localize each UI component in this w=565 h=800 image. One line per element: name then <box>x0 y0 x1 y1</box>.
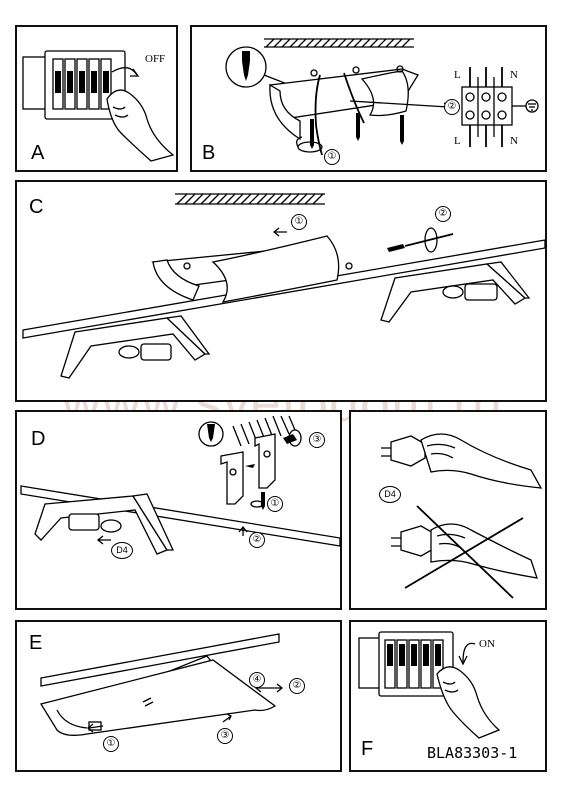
terminal-block <box>461 67 539 147</box>
panel-d4: D4 <box>349 410 547 610</box>
step-c-1: ① <box>291 214 307 230</box>
terminal-n-bottom: N <box>510 135 518 147</box>
step-d-2: ② <box>249 532 265 548</box>
mounting-wiring-illustration <box>225 38 539 156</box>
panel-c-label: C <box>29 196 44 218</box>
on-label: ON <box>479 638 495 650</box>
rail-assembly-illustration <box>22 193 546 379</box>
off-label: OFF <box>145 53 166 65</box>
panel-e-label: E <box>29 632 43 654</box>
step-d-3: ③ <box>309 432 325 448</box>
step-e-4: ④ <box>249 672 265 688</box>
panel-d-label: D <box>31 428 46 450</box>
step-e-2: ② <box>289 678 305 694</box>
breaker-switches <box>384 639 444 689</box>
step-c-2: ② <box>435 206 451 222</box>
panel-b-label: B <box>202 142 216 164</box>
lamp-correct <box>381 433 543 489</box>
ceiling-hatch <box>264 38 414 48</box>
terminal-l-bottom: L <box>454 135 461 147</box>
panel-c: ① ② C <box>15 180 547 402</box>
terminal-l-top: L <box>454 69 461 81</box>
panel-f: ON F BLA83303-1 <box>349 620 547 772</box>
panel-f-label: F <box>361 738 374 760</box>
clip-install-illustration <box>20 415 341 555</box>
panel-a: OFF A <box>15 25 178 172</box>
breaker-switches <box>52 58 112 110</box>
step-e-1: ① <box>103 736 119 752</box>
step-d-1: ① <box>267 496 283 512</box>
lamp-handling-illustration <box>381 433 543 599</box>
panel-d: ① ② ③ D4 D <box>15 410 342 610</box>
panel-b: ① ② L N L N B <box>190 25 547 172</box>
ceiling-hatch <box>232 415 296 447</box>
step-b-2: ② <box>444 99 460 115</box>
breaker-off-illustration <box>22 50 175 162</box>
lamp-tag-d4-panel: D4 <box>379 486 401 503</box>
panel-e: ① ② ③ ④ E <box>15 620 342 772</box>
lamp-wrong <box>391 505 538 599</box>
lamp-tag-d4: D4 <box>111 542 133 559</box>
diffuser-install-illustration <box>39 633 284 736</box>
ceiling-hatch <box>175 193 325 205</box>
breaker-on-illustration <box>358 631 501 739</box>
model-code: BLA83303-1 <box>427 744 518 762</box>
step-e-3: ③ <box>217 728 233 744</box>
terminal-n-top: N <box>510 69 518 81</box>
step-b-1: ① <box>324 149 340 165</box>
panel-a-label: A <box>31 142 45 164</box>
ground-icon <box>525 99 539 113</box>
